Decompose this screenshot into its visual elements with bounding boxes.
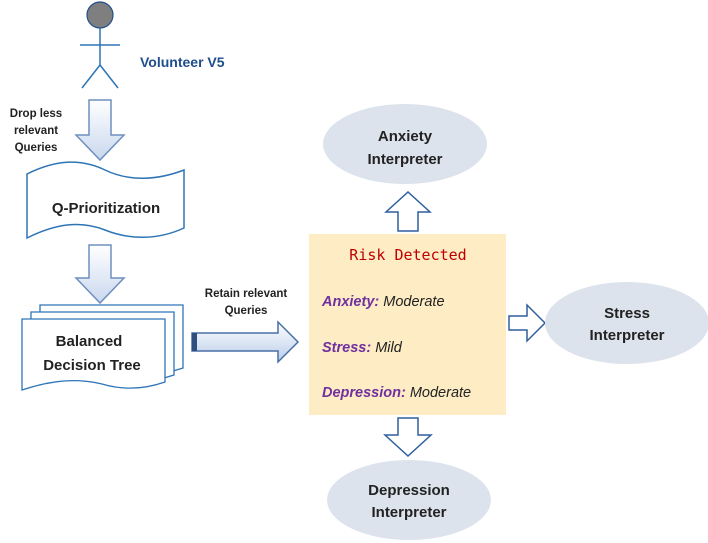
depression-interpreter-node [327, 460, 491, 540]
q-prioritization-label: Q-Prioritization [52, 200, 160, 217]
up-arrow-icon [384, 190, 432, 232]
decision-tree-label-line2: Decision Tree [43, 357, 141, 374]
stress-row: Stress: Mild [322, 340, 403, 356]
down-arrow-icon [383, 417, 433, 458]
stress-key: Stress: [322, 340, 371, 356]
depression-row: Depression: Moderate [322, 385, 471, 401]
decision-tree-label-line1: Balanced [56, 333, 123, 350]
volunteer-label: Volunteer V5 [140, 54, 225, 70]
volunteer-actor-icon [80, 1, 120, 89]
depression-interpreter-line2: Interpreter [371, 504, 446, 521]
right-arrow-icon [191, 320, 300, 364]
stress-interpreter-line1: Stress [604, 305, 650, 322]
balanced-decision-tree-stack [21, 304, 184, 391]
down-arrow-icon [74, 244, 126, 305]
depression-interpreter-line1: Depression [368, 482, 450, 499]
depression-key: Depression: [322, 385, 406, 401]
risk-title: Risk Detected [349, 246, 466, 264]
drop-label-line3: Queries [15, 142, 58, 154]
stress-value: Mild [375, 340, 403, 356]
anxiety-key: Anxiety: [321, 294, 379, 310]
stress-interpreter-line2: Interpreter [589, 327, 664, 344]
down-arrow-icon [74, 99, 126, 162]
right-arrow-icon [508, 303, 547, 343]
q-prioritization-shape [26, 161, 185, 240]
anxiety-interpreter-line1: Anxiety [378, 128, 433, 145]
drop-label-line1: Drop less [10, 108, 62, 120]
anxiety-row: Anxiety: Moderate [321, 294, 445, 310]
risk-detected-box [309, 234, 506, 415]
anxiety-interpreter-node [323, 104, 487, 184]
drop-label-line2: relevant [14, 125, 58, 137]
depression-value: Moderate [410, 385, 471, 401]
anxiety-interpreter-line2: Interpreter [367, 151, 442, 168]
retain-label-line1: Retain relevant [205, 288, 288, 300]
retain-label-line2: Queries [225, 305, 268, 317]
anxiety-value: Moderate [383, 294, 444, 310]
stress-interpreter-node [545, 282, 708, 364]
